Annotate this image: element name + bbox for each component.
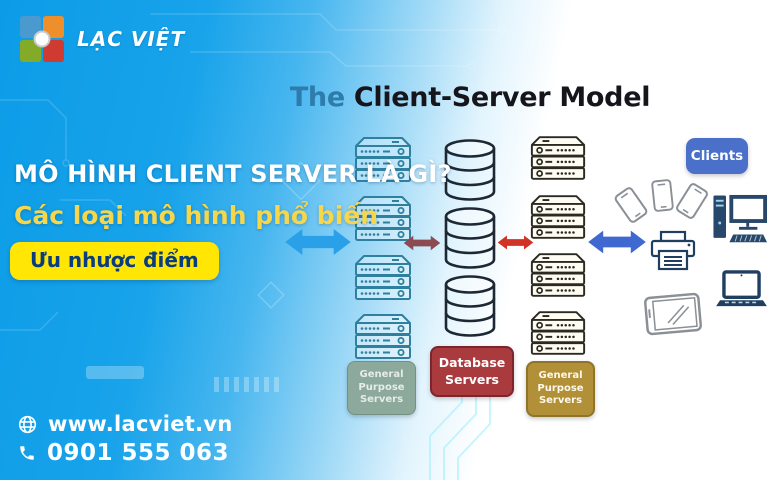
group-label-general-purpose-servers-right: General Purpose Servers — [526, 361, 595, 417]
server-icon — [528, 309, 588, 356]
desktop-computer-icon — [712, 194, 768, 250]
server-icon — [528, 251, 588, 298]
bidirectional-arrow-icon — [587, 224, 647, 260]
server-icon — [528, 134, 588, 181]
server-icon — [528, 193, 588, 240]
server-icon — [352, 313, 414, 359]
globe-icon — [18, 415, 37, 434]
brand-logo: LẠC VIỆT — [20, 16, 185, 62]
phone-handset-icon — [18, 444, 36, 462]
diagram-title-rest: Client-Server Model — [353, 82, 651, 113]
database-icon — [442, 274, 498, 338]
headline-badge: Ưu nhược điểm — [10, 242, 219, 280]
headline-subtitle: Các loại mô hình phổ biến — [14, 201, 379, 230]
bidirectional-arrow-icon — [497, 230, 534, 255]
smartphone-icon — [650, 178, 674, 213]
logo-mark-icon — [20, 16, 64, 62]
headline-question: MÔ HÌNH CLIENT SERVER LÀ GÌ? — [14, 160, 452, 188]
headline-block: MÔ HÌNH CLIENT SERVER LÀ GÌ? Các loại mô… — [0, 160, 452, 280]
diagram-title: The Client-Server Model — [280, 82, 660, 113]
website-text: www.lacviet.vn — [48, 412, 233, 436]
printer-icon — [650, 230, 696, 278]
group-label-database-servers: Database Servers — [430, 346, 514, 397]
group-label-clients: Clients — [686, 138, 748, 174]
website-row: www.lacviet.vn — [18, 412, 233, 436]
brand-name: LẠC VIỆT — [77, 27, 186, 51]
phone-row: 0901 555 063 — [18, 440, 229, 466]
diagram-title-highlight: The — [289, 82, 345, 113]
group-label-general-purpose-servers-left: General Purpose Servers — [347, 361, 416, 415]
phone-number-text: 0901 555 063 — [47, 440, 230, 466]
laptop-icon — [715, 270, 768, 309]
tablet-icon — [642, 292, 703, 337]
